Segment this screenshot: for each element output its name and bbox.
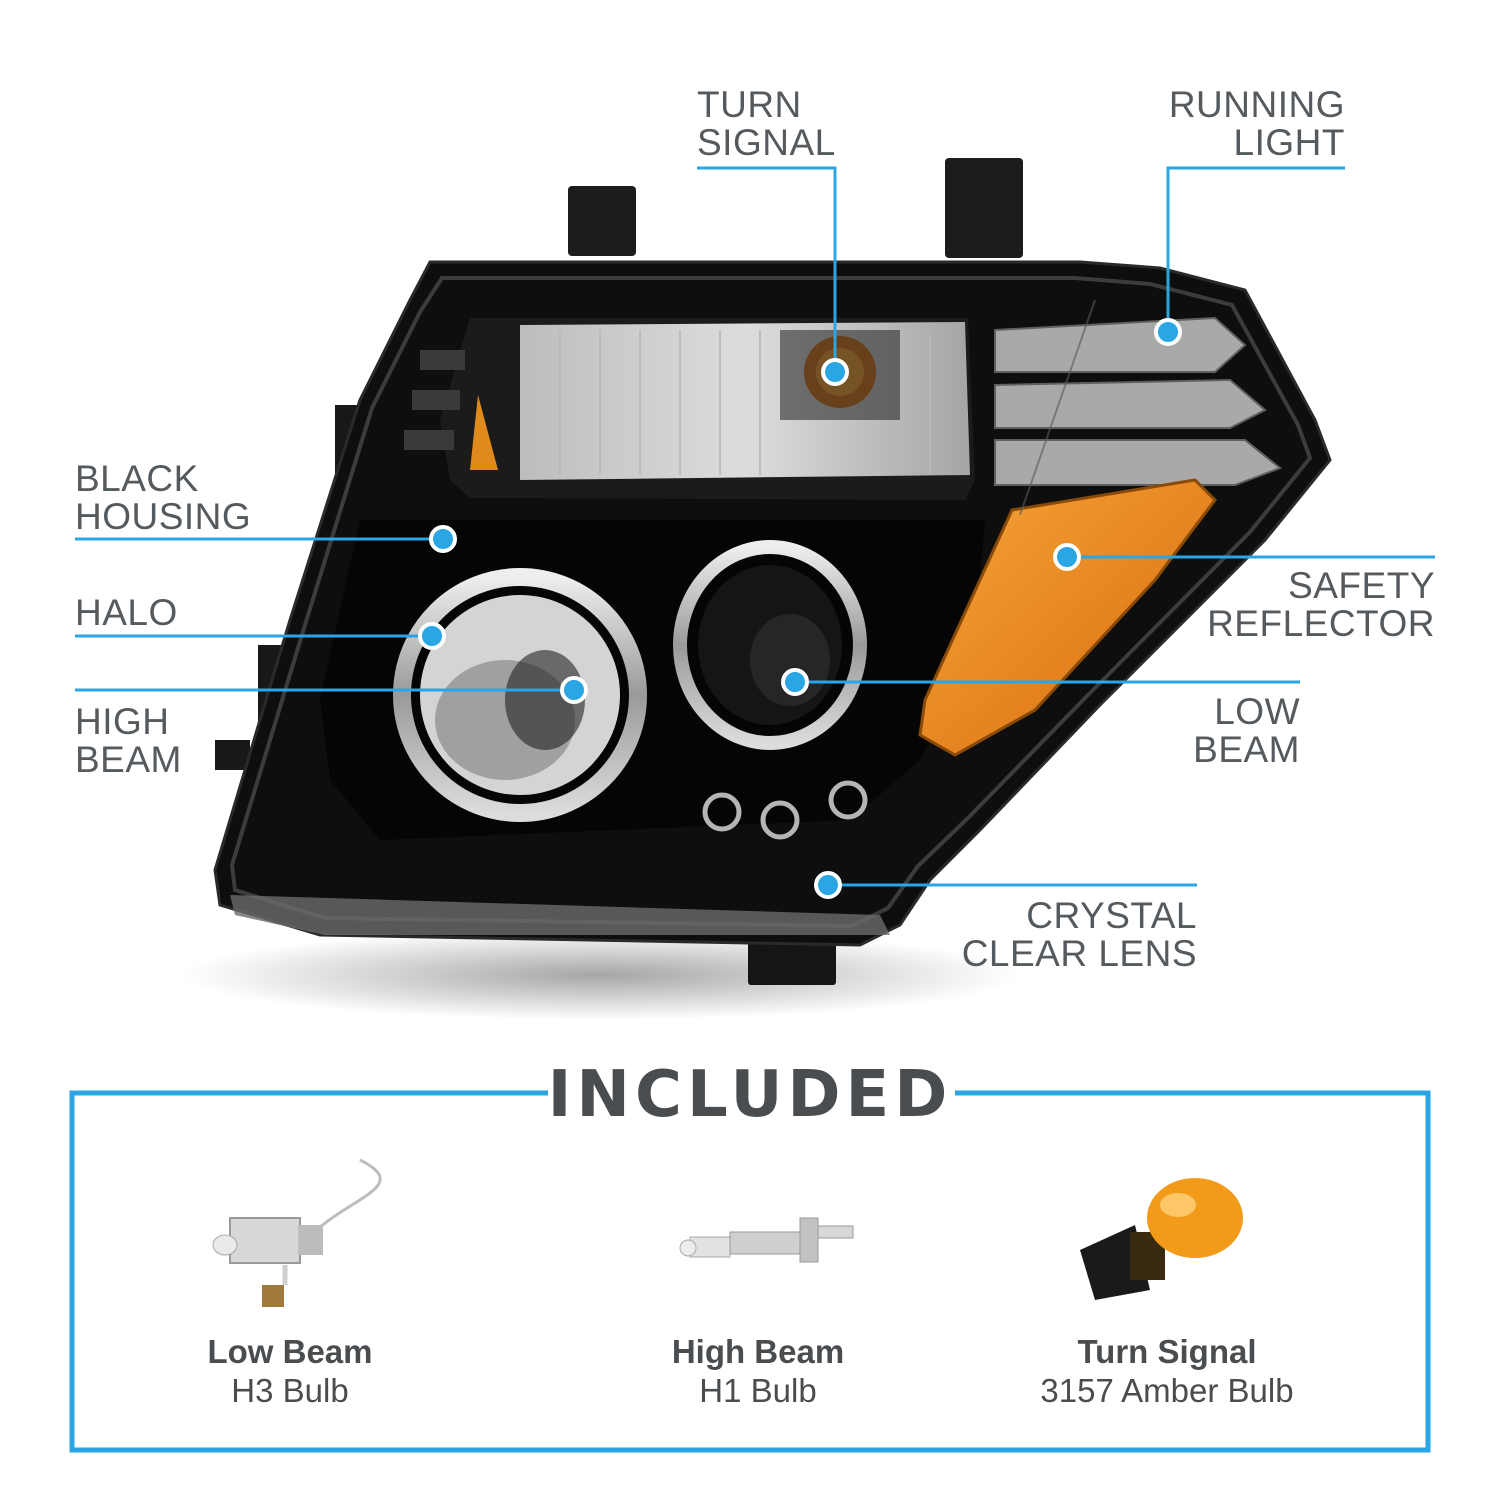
lens-reflection <box>1019 299 1096 516</box>
item-high-beam-spec: H1 Bulb <box>699 1372 817 1409</box>
callout-dot-halo <box>418 622 446 650</box>
callout-dot-high-beam <box>560 676 588 704</box>
halo-ring-left <box>393 568 647 822</box>
label-high-beam: HIGH BEAM <box>75 701 182 780</box>
amber-3157-bulb-icon <box>1080 1178 1243 1300</box>
safety-reflector-shape <box>918 478 1217 757</box>
side-tab-3 <box>215 740 250 770</box>
item-high-beam-name: High Beam <box>671 1333 845 1370</box>
h1-bulb-icon <box>679 1217 854 1263</box>
h3-bulb-icon <box>212 1158 382 1307</box>
halo-ring-right <box>673 540 867 750</box>
item-low-beam-name: Low Beam <box>207 1333 373 1370</box>
item-low-beam-spec: H3 Bulb <box>231 1372 349 1409</box>
mount-tab-left-shape <box>568 186 636 256</box>
callout-dot-safety-reflector <box>1053 543 1081 571</box>
label-halo: HALO <box>75 592 178 633</box>
item-turn-signal-spec: 3157 Amber Bulb <box>1040 1372 1294 1409</box>
crystal-clear-lens-strip <box>230 895 890 935</box>
callout-dot-crystal-clear-lens <box>814 871 842 899</box>
item-turn-signal-name: Turn Signal <box>1077 1333 1257 1370</box>
leader-turn-signal <box>697 166 837 372</box>
callout-dot-running-light <box>1154 318 1182 346</box>
lens-border <box>229 276 1313 929</box>
high-beam-reflector-dark <box>505 650 585 750</box>
label-low-beam: LOW BEAM <box>1193 691 1300 770</box>
label-crystal-clear-lens: CRYSTAL CLEAR LENS <box>961 895 1197 974</box>
running-light-bars <box>994 316 1282 486</box>
mount-tab-right-shape <box>945 158 1023 258</box>
label-safety-reflector: SAFETY REFLECTOR <box>1207 565 1435 644</box>
callout-dot-low-beam <box>781 668 809 696</box>
callout-dot-turn-signal <box>821 358 849 386</box>
housing-fins <box>404 350 465 450</box>
callout-dot-black-housing <box>429 525 457 553</box>
label-running-light: RUNNING LIGHT <box>1168 84 1345 163</box>
included-title: INCLUDED <box>547 1058 953 1132</box>
led-rings <box>702 780 868 840</box>
leader-running-light <box>1166 166 1345 332</box>
label-turn-signal: TURN SIGNAL <box>697 84 836 163</box>
turn-signal-amber-inner <box>470 395 498 470</box>
label-black-housing: BLACK HOUSING <box>75 458 252 537</box>
